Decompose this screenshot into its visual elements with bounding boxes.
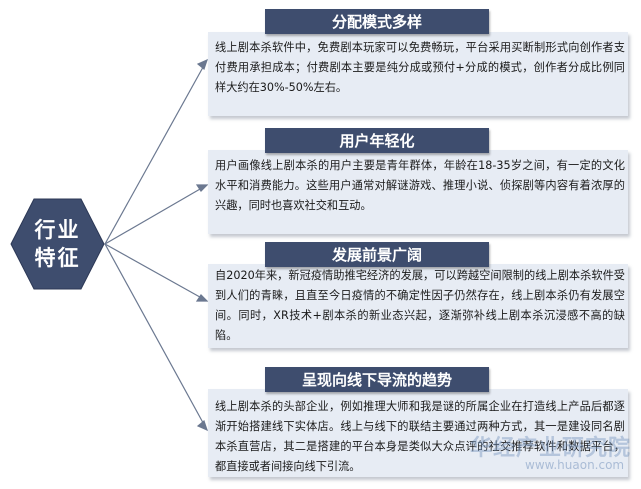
hexagon-shape (10, 198, 105, 290)
connector-arrow-1 (196, 58, 208, 71)
section-body-1: 线上剧本杀软件中，免费剧本玩家可以免费畅玩，平台采用买断制形式向创作者支付费用承… (215, 41, 625, 94)
connector-arrow-2 (195, 184, 209, 192)
watermark-text: 华经产业研究院 (470, 436, 632, 461)
section-panel-4 (208, 389, 628, 477)
section-body-2: 用户画像线上剧本杀的用户主要是青年群体，年龄在18-35岁之间，有一定的文化水平… (215, 159, 625, 212)
section-title-1: 分配模式多样 (265, 9, 489, 34)
section-title-3: 发展前景广阔 (265, 242, 489, 267)
section-body-3: 自2020年来，新冠疫情助推宅经济的发展，可以跨越空间限制的线上剧本杀软件受到人… (215, 269, 625, 342)
connector-line-1 (104, 59, 208, 245)
connector-arrow-4 (196, 419, 208, 432)
section-title-2: 用户年轻化 (265, 128, 489, 153)
hexagon-label-line1: 行业 (34, 217, 81, 242)
section-panel-2 (208, 150, 628, 234)
section-panel-1 (208, 32, 628, 116)
connector-arrow-3 (195, 294, 209, 302)
section-panel-3 (208, 264, 628, 348)
section-title-4: 呈现向线下导流的趋势 (265, 367, 489, 392)
center-hexagon: 行业 特征 (10, 197, 105, 291)
hexagon-label-line2: 特征 (34, 245, 81, 270)
connector-line-2 (104, 184, 208, 245)
watermark-url: www.huaon.com (525, 458, 625, 472)
section-body-4: 线上剧本杀的头部企业，例如推理大师和我是谜的所属企业在打造线上产品后都逐渐开始搭… (215, 400, 625, 473)
connector-line-3 (104, 243, 208, 302)
connector-line-4 (104, 243, 208, 431)
